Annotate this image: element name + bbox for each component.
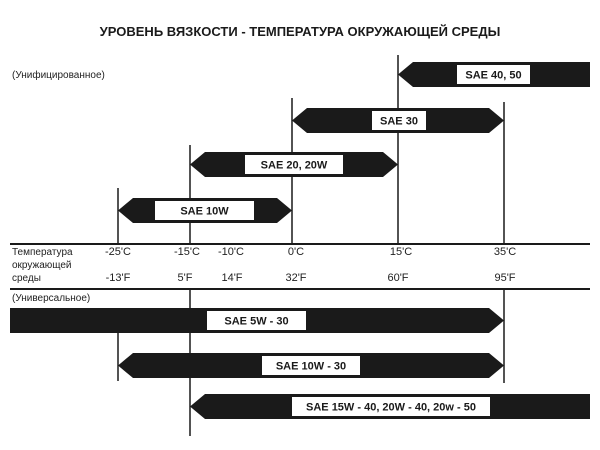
oil-grade-label: SAE 20, 20W xyxy=(261,160,328,172)
tick-celsius: 35'C xyxy=(493,246,517,258)
oil-label-box xyxy=(292,397,490,416)
tick-fahrenheit: 32'F xyxy=(285,272,307,284)
oil-label-box xyxy=(207,311,306,330)
tick-celsius: -25'C xyxy=(105,246,131,258)
oil-label-box xyxy=(372,111,426,130)
axis-label-line2: окружающей xyxy=(12,260,72,271)
oil-grade-label: SAE 10W xyxy=(180,206,229,218)
tick-celsius: 15'C xyxy=(389,246,413,258)
oil-grade-label: SAE 15W - 40, 20W - 40, 20w - 50 xyxy=(306,402,476,414)
tick-fahrenheit: 5'F xyxy=(177,272,193,284)
tick-celsius: -10'C xyxy=(218,246,244,258)
section-label-unified: (Унифицированное) xyxy=(12,70,105,81)
axis-label-line3: среды xyxy=(12,273,41,284)
oil-label-box xyxy=(155,201,254,220)
tick-fahrenheit: 14'F xyxy=(221,272,243,284)
oil-grade-label: SAE 40, 50 xyxy=(465,70,521,82)
tick-celsius: -15'C xyxy=(174,246,200,258)
oil-grade-label: SAE 5W - 30 xyxy=(224,316,288,328)
chart-title: УРОВЕНЬ ВЯЗКОСТИ - ТЕМПЕРАТУРА ОКРУЖАЮЩЕ… xyxy=(99,24,501,39)
axis-label-line1: Температура xyxy=(12,247,73,258)
tick-fahrenheit: 95'F xyxy=(494,272,516,284)
oil-grade-label: SAE 10W - 30 xyxy=(276,361,346,373)
oil-label-box xyxy=(245,155,343,174)
tick-celsius: 0'C xyxy=(287,246,305,258)
section-label-universal: (Универсальное) xyxy=(12,293,91,304)
oil-label-box xyxy=(262,356,360,375)
oil-grade-label: SAE 30 xyxy=(380,116,418,128)
tick-fahrenheit: 60'F xyxy=(387,272,409,284)
tick-fahrenheit: -13'F xyxy=(105,272,131,284)
oil-label-box xyxy=(457,65,530,84)
